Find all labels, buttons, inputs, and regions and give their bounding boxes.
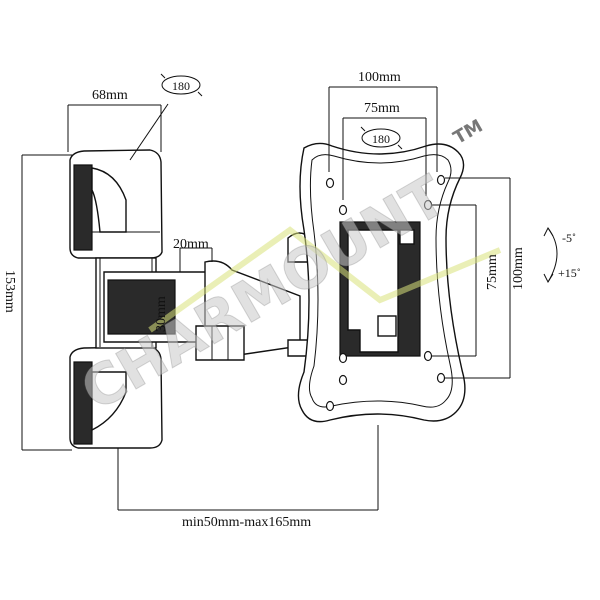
tube-height-label: 30mm (154, 296, 169, 332)
vesa-inner-height-label: 75mm (485, 254, 500, 290)
rotation-arrow-icon (361, 128, 401, 148)
dimension-lines (21, 86, 511, 511)
vesa-outer-height-label: 100mm (511, 247, 526, 290)
arm-rotation-label: 180 (172, 79, 190, 93)
dimension-labels: 68mm 180 100mm 75mm 180 20mm 30mm 153mm … (2, 70, 581, 530)
extension-range-label: min50mm-max165mm (182, 515, 311, 530)
plate-inner-width-label: 75mm (364, 101, 400, 116)
vesa-plate (297, 142, 466, 423)
tilt-up-label: -5˚ (562, 231, 576, 245)
rotation-indicators (160, 73, 558, 284)
watermark-trademark: TM (450, 116, 487, 149)
rotation-arrow-icon (161, 75, 201, 95)
plate-outer-width-label: 100mm (358, 70, 401, 85)
total-height-label: 153mm (2, 270, 17, 313)
tilt-down-label: +15˚ (558, 266, 581, 280)
tube-width-label: 20mm (173, 237, 209, 252)
plate-rotation-label: 180 (372, 132, 390, 146)
arm-width-label: 68mm (92, 88, 128, 103)
extension-arm (103, 232, 311, 361)
